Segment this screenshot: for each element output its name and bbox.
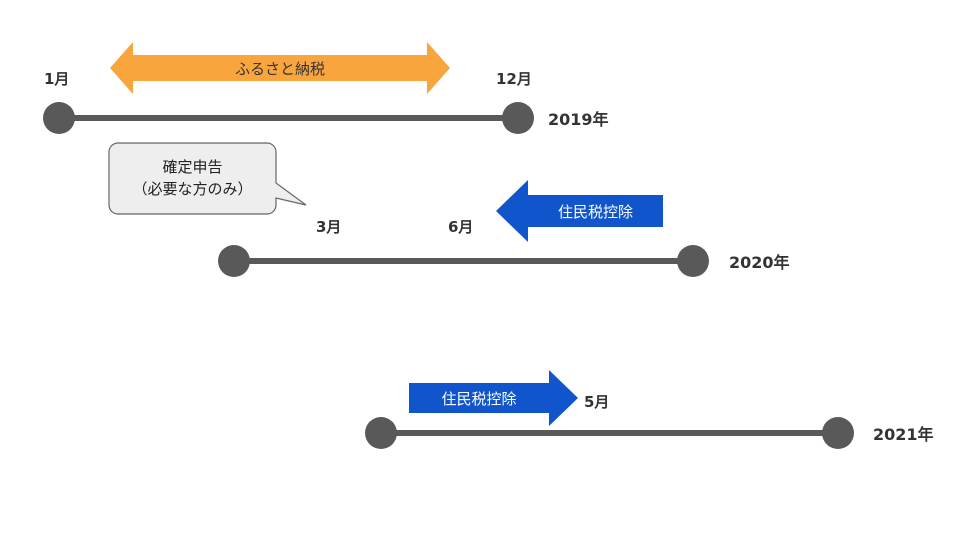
timeline-2020-line <box>235 258 693 264</box>
label-january: 1月 <box>44 70 70 88</box>
label-june: 6月 <box>448 218 474 236</box>
timeline-2019-line <box>60 115 518 121</box>
label-december: 12月 <box>496 70 532 88</box>
timeline-2021-end-node <box>822 417 854 449</box>
timeline-2021-line <box>382 430 840 436</box>
year-2021-label: 2021年 <box>873 425 934 444</box>
callout-line-1: 確定申告 <box>162 158 223 176</box>
timeline-2020-end-node <box>677 245 709 277</box>
callout-text: 確定申告 （必要な方のみ） <box>109 156 276 200</box>
jumin-arrow-label-2021: 住民税控除 <box>441 390 517 408</box>
callout-line-2: （必要な方のみ） <box>132 180 253 198</box>
year-2019-label: 2019年 <box>548 110 609 129</box>
furusato-arrow-label: ふるさと納税 <box>234 60 325 78</box>
furusato-double-arrow <box>110 42 450 94</box>
timeline-2021-start-node <box>365 417 397 449</box>
timeline-2019-end-node <box>502 102 534 134</box>
timeline-2020-start-node <box>218 245 250 277</box>
jumin-arrow-label-2020: 住民税控除 <box>557 203 633 221</box>
callout-bubble <box>108 142 307 215</box>
jumin-left-arrow <box>496 180 663 242</box>
timeline-2019-start-node <box>43 102 75 134</box>
year-2020-label: 2020年 <box>729 253 790 272</box>
label-may: 5月 <box>584 393 610 411</box>
label-march: 3月 <box>316 218 342 236</box>
jumin-right-arrow <box>409 370 578 426</box>
